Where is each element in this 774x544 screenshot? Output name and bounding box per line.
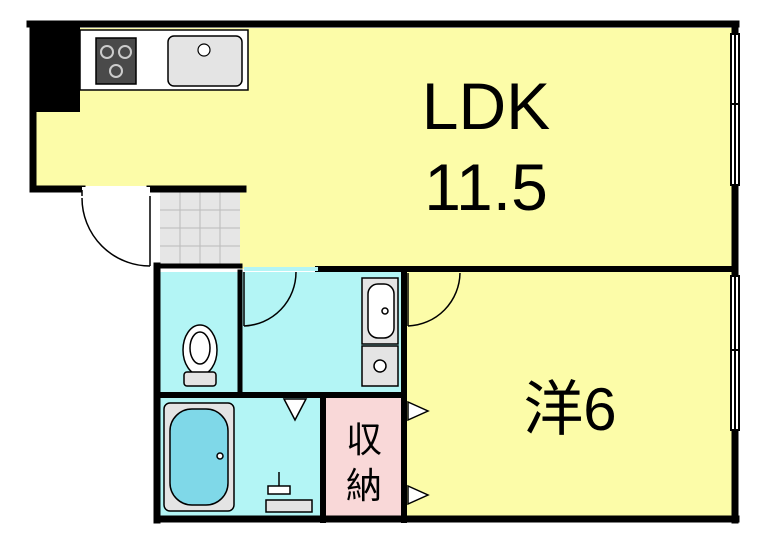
- storage-door-lower-icon: [407, 484, 430, 506]
- bathtub-icon: [163, 402, 235, 512]
- wash-basin-icon: [361, 277, 399, 345]
- western-room-label: 洋6: [523, 376, 616, 443]
- western-door-icon: [407, 272, 461, 327]
- washing-machine-icon: [361, 345, 399, 387]
- entrance-door-icon: [81, 187, 151, 267]
- storage-door-upper-icon: [407, 400, 430, 422]
- window-ldk: [730, 33, 740, 186]
- storage-label-line2: 納: [346, 465, 382, 506]
- storage-label-line1: 収: [346, 419, 382, 460]
- stove-icon: [95, 37, 137, 85]
- window-western: [730, 275, 740, 431]
- walls: [26, 20, 740, 524]
- faucet-icon: [265, 472, 313, 513]
- toilet-icon: [182, 324, 218, 387]
- bath-door-icon: [282, 398, 308, 422]
- washroom-door-icon: [243, 267, 318, 327]
- pillar: [30, 24, 80, 112]
- western-room: [404, 269, 732, 518]
- kitchen-sink-icon: [167, 35, 243, 87]
- storage-room: [326, 398, 402, 516]
- ldk-room-size: 11.5: [424, 150, 548, 224]
- ldk-room-name: LDK: [422, 69, 550, 143]
- entrance-tile-grid: [160, 192, 240, 266]
